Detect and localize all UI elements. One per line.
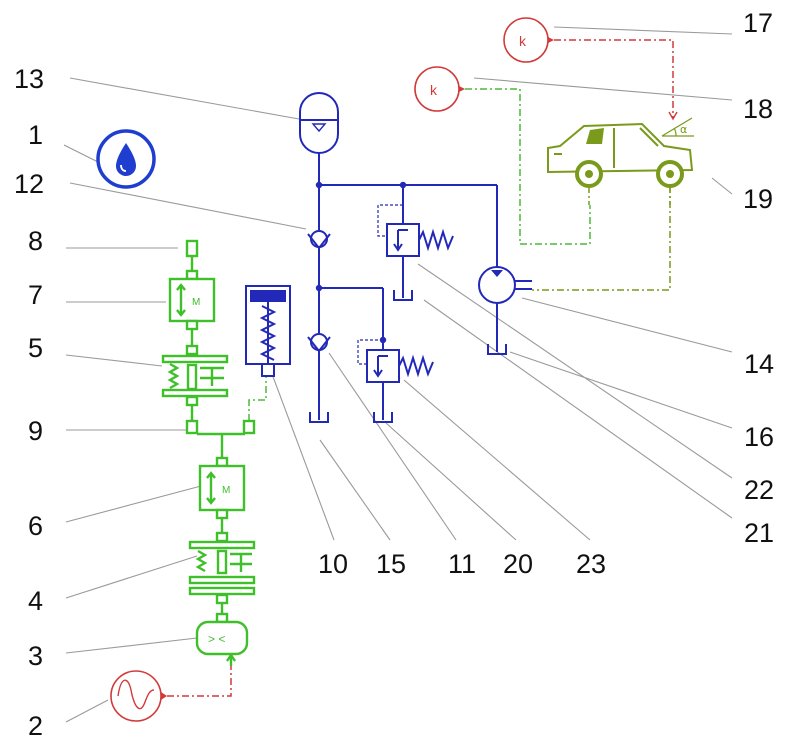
clutch-icon: [161, 344, 229, 407]
label-7: 7: [28, 280, 43, 310]
sine-source-icon: [110, 666, 232, 722]
label-12: 12: [14, 169, 44, 199]
gain-icon: k: [503, 17, 678, 121]
tank-icon: [309, 412, 329, 423]
label-11: 11: [448, 549, 476, 579]
leader-1: [63, 144, 99, 163]
label-15: 15: [376, 549, 406, 579]
water-drop-icon: [96, 129, 156, 189]
label-3: 3: [28, 641, 43, 671]
inertia-icon-2: M: [198, 464, 246, 512]
leader-6: [65, 485, 202, 523]
hydraulic-circuit: [245, 92, 532, 423]
leader-lines: [63, 26, 733, 723]
tank-icon-3: [373, 412, 393, 423]
spring-cylinder-icon: [245, 285, 291, 377]
svg-text:> <: > <: [208, 632, 225, 646]
svg-text:M: M: [222, 485, 230, 496]
leader-22: [417, 263, 733, 479]
svg-text:M: M: [192, 297, 200, 308]
relief-valve-icon-2: [357, 339, 434, 420]
accumulator-icon: [299, 92, 339, 154]
leader-20: [385, 422, 517, 541]
leader-13: [69, 77, 300, 120]
label-10: 10: [318, 549, 348, 579]
leader-5: [65, 354, 163, 367]
component-labels: 1 2 3 4 5 6 7 8 9 10 11 12 13 14 15 16 1…: [14, 8, 774, 741]
leader-14: [521, 297, 733, 353]
label-4: 4: [28, 586, 43, 616]
leader-19: [711, 177, 733, 195]
incline-angle-symbol: α: [680, 123, 687, 136]
label-9: 9: [28, 416, 43, 446]
label-16: 16: [744, 422, 774, 452]
leader-21: [423, 299, 733, 519]
leader-16: [509, 351, 733, 429]
leader-4: [65, 555, 198, 599]
speed-source-icon: > <: [195, 620, 249, 656]
label-17: 17: [743, 8, 773, 38]
leader-15: [319, 439, 391, 541]
hydraulic-pump-icon: [478, 266, 532, 352]
label-2: 2: [28, 711, 43, 741]
relief-valve-icon: [377, 185, 454, 298]
label-20: 20: [503, 549, 533, 579]
clutch-icon-2: [188, 531, 256, 605]
label-14: 14: [744, 349, 774, 379]
label-1: 1: [28, 120, 43, 150]
car-icon: [532, 122, 694, 291]
check-valve-icon: [307, 230, 331, 250]
gain-symbol-17: k: [519, 33, 527, 49]
tank-icon-2: [393, 290, 413, 301]
label-21: 21: [744, 518, 774, 548]
leader-10: [271, 373, 335, 541]
leader-3: [65, 637, 198, 654]
mechanical-chain: M M: [161, 239, 267, 666]
gain-icon-2: k: [414, 66, 591, 245]
label-18: 18: [743, 94, 773, 124]
shaft-junction: [185, 376, 267, 458]
leader-17: [553, 26, 733, 35]
leader-12: [69, 182, 307, 230]
incline-icon: α: [661, 117, 694, 137]
leader-2: [65, 699, 109, 723]
leader-18: [473, 77, 733, 101]
label-6: 6: [28, 511, 43, 541]
inertia-icon: M: [168, 277, 216, 323]
label-5: 5: [28, 333, 43, 363]
gain-symbol-18: k: [430, 82, 438, 98]
sensor-block: [185, 239, 199, 258]
label-19: 19: [743, 184, 773, 214]
leader-11: [328, 352, 457, 541]
check-valve-icon-2: [307, 333, 331, 353]
label-13: 13: [14, 64, 44, 94]
label-8: 8: [28, 226, 43, 256]
label-22: 22: [744, 475, 774, 505]
leader-23: [403, 379, 591, 541]
label-23: 23: [576, 549, 606, 579]
tank-icon-4: [487, 344, 507, 355]
